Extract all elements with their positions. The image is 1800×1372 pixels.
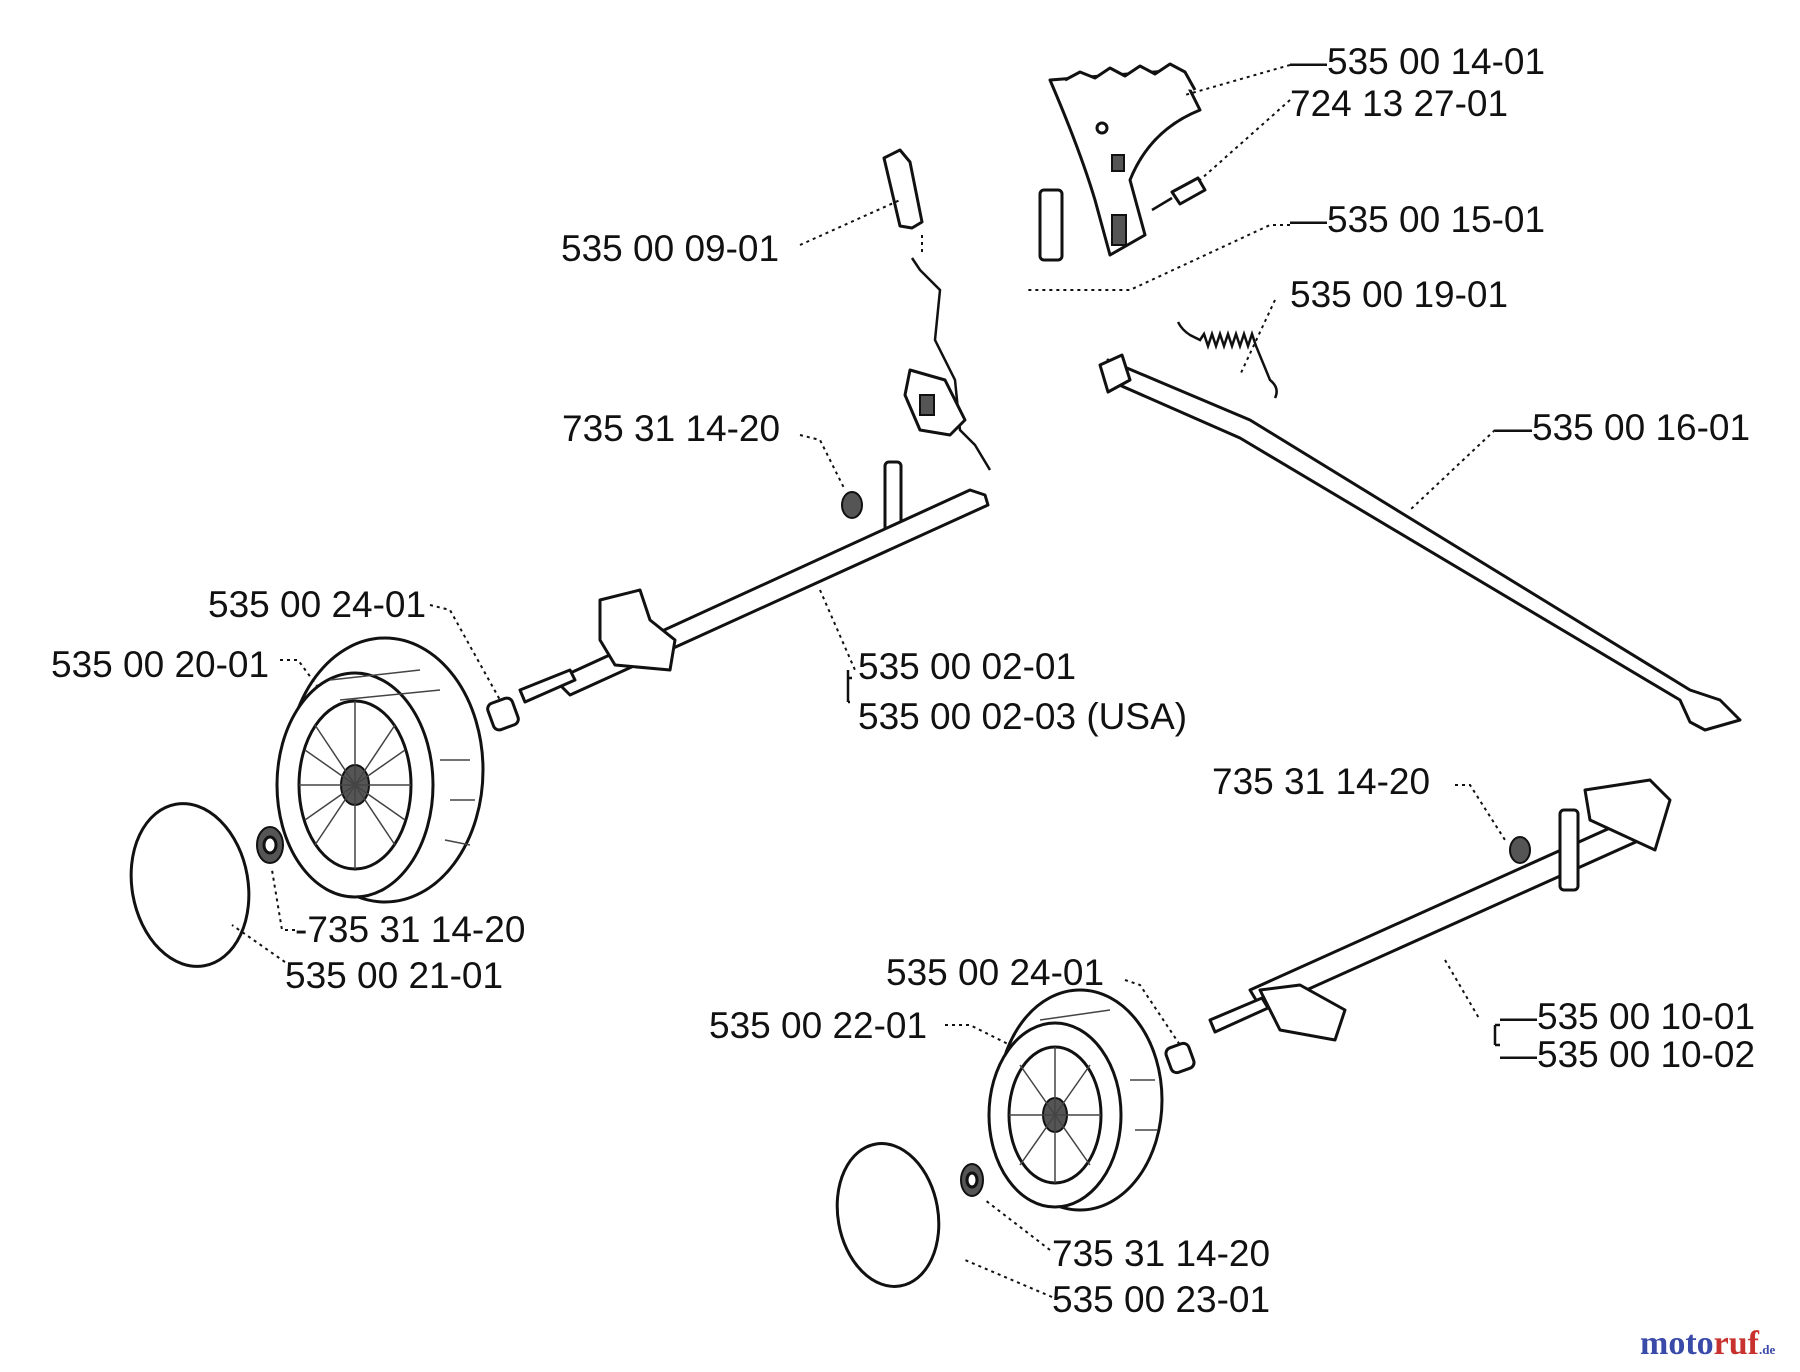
label-535-00-10-02: —535 00 10-02 <box>1500 1034 1756 1075</box>
front-hubcap <box>129 802 251 968</box>
rear-wheel <box>987 988 1164 1212</box>
label-535-00-02-03-usa: 535 00 02-03 (USA) <box>858 696 1188 737</box>
front-wheel-nut <box>256 826 284 864</box>
label-535-00-16-01: —535 00 16-01 <box>1495 407 1751 448</box>
label-535-00-14-01: —535 00 14-01 <box>1290 41 1546 82</box>
label-735-31-14-20-rear-wheel: 735 31 14-20 <box>1052 1233 1271 1274</box>
label-535-00-15-01: —535 00 15-01 <box>1290 199 1546 240</box>
motoruf-watermark: motoruf.de <box>1640 1325 1776 1362</box>
label-535-00-20-01: 535 00 20-01 <box>51 644 270 685</box>
label-735-31-14-20-rear-post: 735 31 14-20 <box>1212 761 1431 802</box>
label-535-00-24-01-front: 535 00 24-01 <box>208 584 427 625</box>
label-735-31-14-20-front-post: 735 31 14-20 <box>562 408 781 449</box>
label-535-00-10-01: —535 00 10-01 <box>1500 996 1756 1037</box>
label-535-00-19-01: 535 00 19-01 <box>1290 274 1509 315</box>
label-535-00-22-01: 535 00 22-01 <box>709 1005 928 1046</box>
label-535-00-21-01: 535 00 21-01 <box>285 955 504 996</box>
label-535-00-09-01: 535 00 09-01 <box>561 228 780 269</box>
rear-axle <box>1164 778 1672 1075</box>
label-724-13-27-01: 724 13 27-01 <box>1290 83 1509 124</box>
leader-lines <box>231 64 1506 1298</box>
label-535-00-23-01: 535 00 23-01 <box>1052 1279 1271 1320</box>
spring-part <box>1176 321 1278 399</box>
height-adjust-sector <box>1038 62 1202 262</box>
label-535-00-24-01-rear: 535 00 24-01 <box>886 952 1105 993</box>
label-535-00-02-01: 535 00 02-01 <box>858 646 1077 687</box>
bolt-part <box>1151 176 1207 212</box>
rear-hubcap <box>835 1142 941 1288</box>
adjust-rod <box>1098 353 1742 732</box>
front-axle <box>486 148 992 732</box>
label-735-31-14-20-front-wheel: -735 31 14-20 <box>295 909 526 950</box>
front-wheel <box>275 636 485 904</box>
rear-wheel-nut <box>960 1163 984 1197</box>
